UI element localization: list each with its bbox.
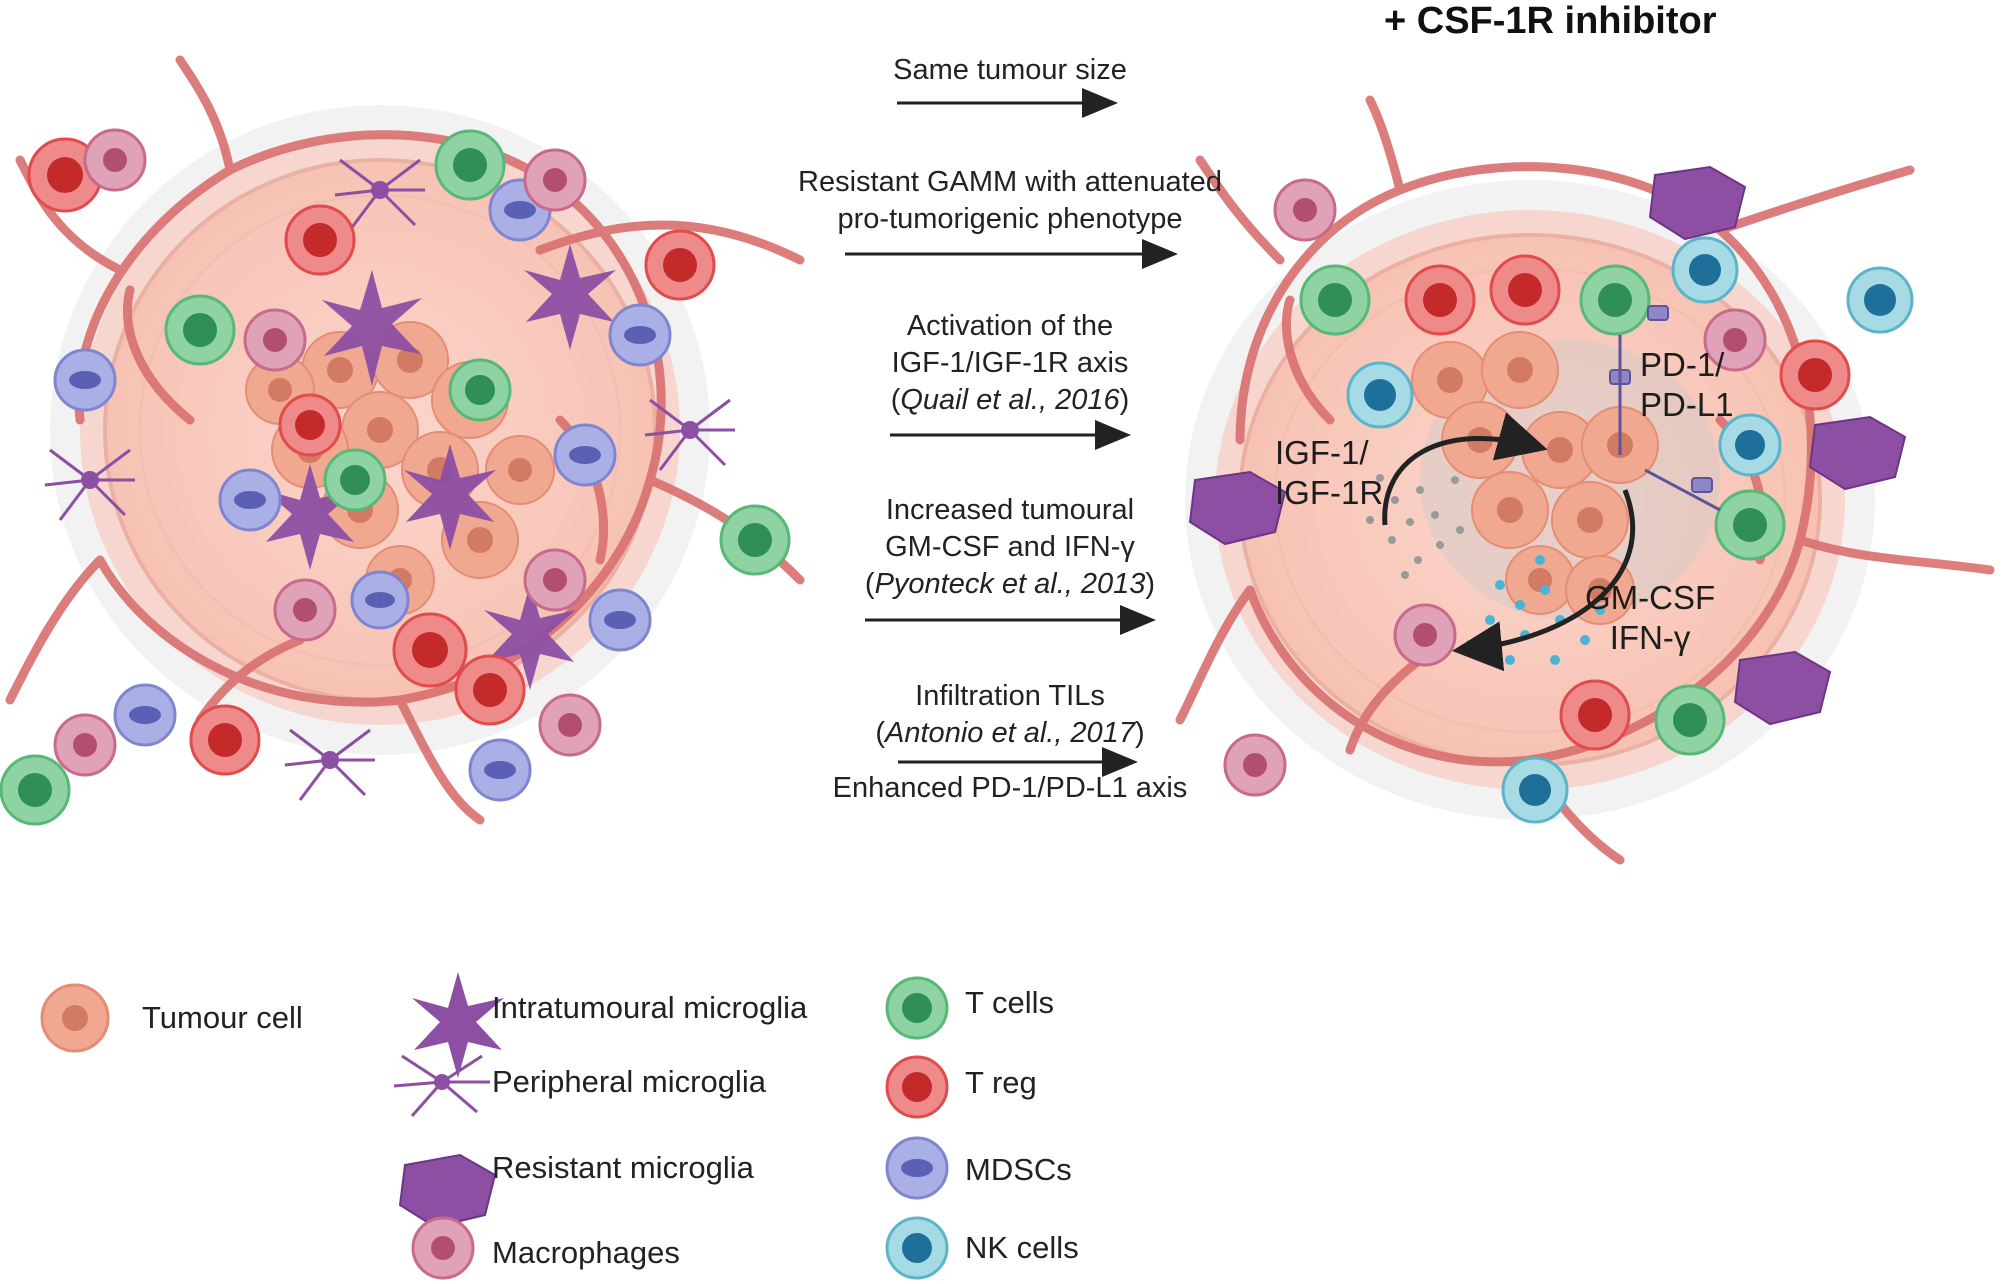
arrow-3-label: Activation of the IGF-1/IGF-1R axis (Qua…: [800, 308, 1220, 419]
igf-line-2: IGF-1R: [1275, 474, 1384, 511]
arrow-4-line-2: GM-CSF and IFN-γ: [885, 531, 1135, 563]
pd-line-2: PD-L1: [1640, 386, 1734, 423]
resistant-microglia-right: [1188, 165, 1907, 726]
igf-dots: [1366, 474, 1464, 579]
legend-nk-label: NK cells: [965, 1230, 1079, 1265]
nk-cells-right: [1346, 236, 1914, 824]
legend-nk-icon: [885, 1216, 949, 1280]
gmcsf-label: GM-CSF IFN-γ: [1585, 578, 1715, 658]
legend-tcells-label: T cells: [965, 985, 1055, 1020]
legend-peripheral-microglia-label: Peripheral microglia: [492, 1064, 766, 1099]
igf-line-1: IGF-1/: [1275, 434, 1369, 471]
legend-resistant-microglia-label: Resistant microglia: [492, 1150, 754, 1185]
arrow-3-line-2: IGF-1/IGF-1R axis: [891, 347, 1129, 379]
arrow-5-citation-name: Antonio et al., 2017: [885, 717, 1135, 749]
t-cells-left: [0, 129, 791, 826]
legend-tumour-icon: [40, 983, 110, 1053]
macrophages-left: [53, 128, 602, 777]
t-reg-right: [1404, 254, 1851, 751]
peripheral-microglia-left: [44, 158, 735, 801]
arrow-5-line-1: Infiltration TILs: [915, 680, 1105, 712]
arrow-4-citation-name: Pyonteck et al., 2013: [874, 568, 1146, 600]
t-reg-left: [27, 137, 716, 776]
middle-arrows: [845, 88, 1178, 777]
arrow-5-citation: (Antonio et al., 2017): [875, 717, 1145, 749]
arrow-5-label: Infiltration TILs (Antonio et al., 2017): [820, 678, 1200, 752]
left-tumour: [0, 55, 805, 826]
gmcsf-arrow: [1452, 489, 1636, 672]
arrow-2-label: Resistant GAMM with attenuated pro-tumor…: [760, 164, 1260, 238]
right-tumour: [1175, 95, 1995, 865]
arrow-1-line-1: Same tumour size: [893, 54, 1127, 86]
legend-treg-icon: [885, 1055, 949, 1119]
macrophages-right: [1223, 178, 1767, 797]
legend-intra-microglia-label: Intratumoural microglia: [492, 990, 808, 1025]
igf-label: IGF-1/ IGF-1R: [1275, 433, 1383, 513]
legend-mdsc-icon: [885, 1136, 949, 1200]
legend-tumour-label: Tumour cell: [142, 1000, 303, 1035]
legend-macrophage-icon: [411, 1216, 475, 1280]
legend-treg-label: T reg: [965, 1065, 1037, 1100]
pd-label: PD-1/ PD-L1: [1640, 345, 1734, 425]
mdscs-left: [53, 178, 672, 802]
igf-arrow: [1382, 412, 1548, 526]
gmcsf-dots: [1465, 555, 1605, 665]
arrow-4-citation: (Pyonteck et al., 2013): [864, 568, 1156, 600]
arrow-4-label: Increased tumoural GM-CSF and IFN-γ (Pyo…: [800, 492, 1220, 603]
legend-icons: [40, 972, 949, 1280]
legend-resistant-microglia-icon: [398, 1153, 497, 1229]
legend-mdscs-label: MDSCs: [965, 1152, 1072, 1187]
right-panel-title: + CSF-1R inhibitor: [1384, 0, 1717, 42]
t-cells-right: [1299, 264, 1786, 756]
microglia-left: [264, 244, 616, 690]
gmcsf-line-1: GM-CSF: [1585, 579, 1716, 616]
arrow-5-below: Enhanced PD-1/PD-L1 axis: [832, 772, 1188, 804]
legend-macrophages-label: Macrophages: [492, 1235, 680, 1270]
arrow-2-line-1: Resistant GAMM with attenuated: [798, 166, 1222, 198]
arrow-4-line-1: Increased tumoural: [885, 494, 1135, 526]
arrow-3-line-1: Activation of the: [906, 310, 1114, 342]
arrow-2-line-2: pro-tumorigenic phenotype: [837, 203, 1183, 235]
arrow-3-citation-name: Quail et al., 2016: [900, 384, 1120, 416]
arrow-3-citation: (Quail et al., 2016): [890, 384, 1130, 416]
arrow-1-label: Same tumour size: [820, 52, 1200, 89]
gmcsf-line-2: IFN-γ: [1609, 619, 1691, 656]
legend-peripheral-microglia-icon: [393, 1054, 490, 1117]
legend-tcell-icon: [885, 976, 949, 1040]
legend-intra-microglia-icon: [412, 972, 504, 1078]
pd1-receptors: [1609, 305, 1713, 493]
pd-line-1: PD-1/: [1640, 346, 1725, 383]
